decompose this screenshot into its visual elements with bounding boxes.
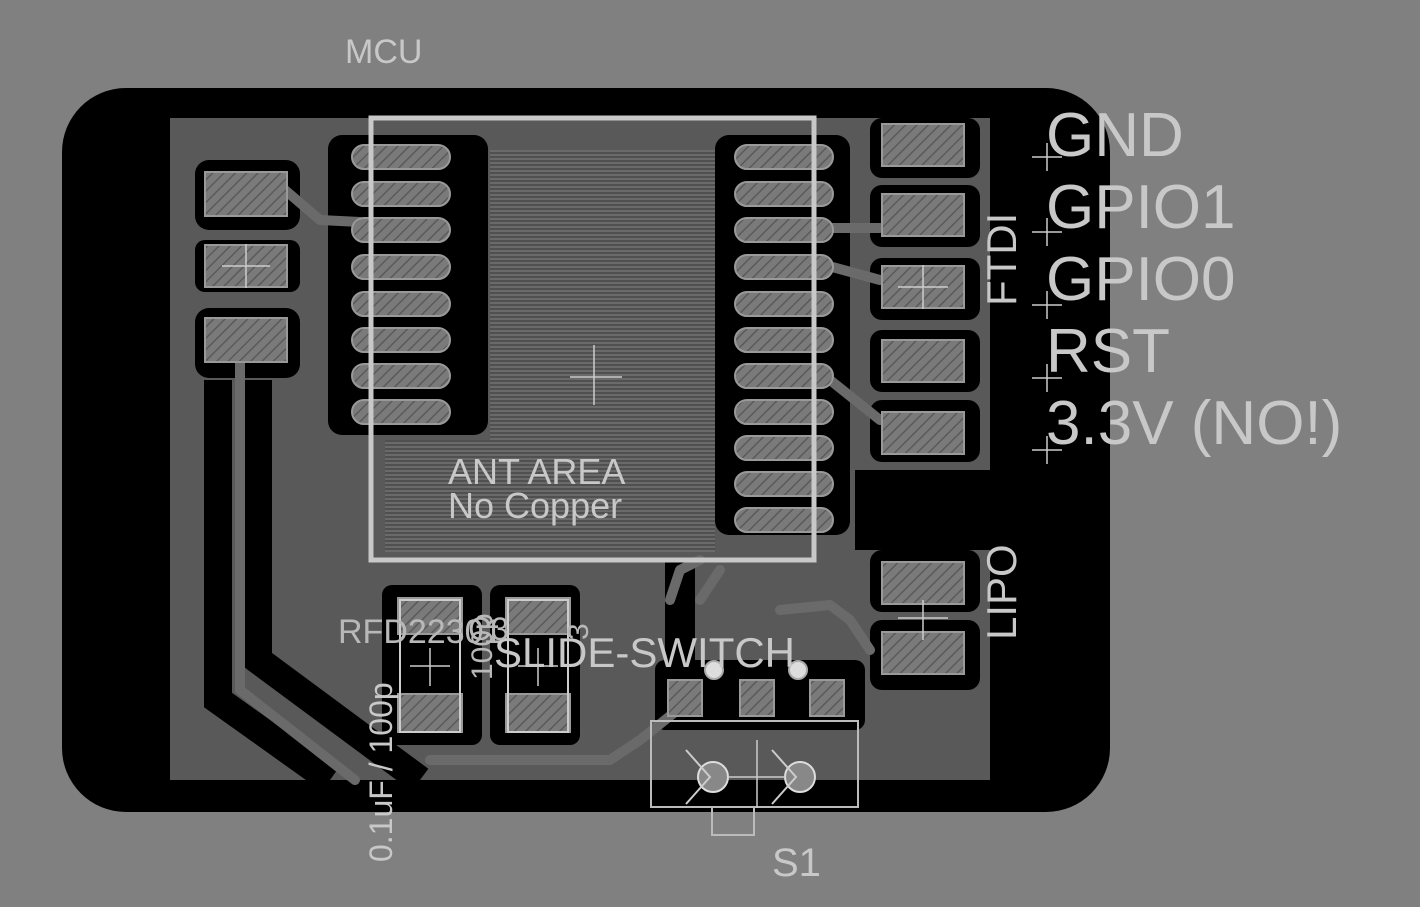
header-pin-markers — [1032, 143, 1062, 464]
left-pads — [204, 171, 288, 363]
no-copper-label: No Copper — [448, 485, 622, 526]
pin-label-gpio0: GPIO0 — [1046, 245, 1236, 314]
pin-label-rst: RST — [1046, 317, 1170, 386]
lipo-label: LIPO — [978, 544, 1025, 640]
ftdi-label: FTDI — [978, 213, 1025, 306]
mcu-pads-left — [351, 144, 451, 425]
pin-label-3v3: 3.3V (NO!) — [1046, 389, 1342, 458]
pin-label-gnd: GND — [1046, 101, 1184, 170]
s1-label: S1 — [772, 841, 821, 885]
antenna-area — [385, 150, 715, 552]
overlap-label-d: 3 — [562, 623, 595, 640]
ant-area-label: ANT AREA — [448, 451, 625, 492]
mcu-label: MCU — [345, 33, 422, 71]
pin-label-gpio1: GPIO1 — [1046, 173, 1236, 242]
cap-value-label: 0.1uF / 100p — [363, 682, 399, 862]
mcu-outline — [368, 115, 817, 563]
overlap-label-b: 100p — [466, 613, 499, 680]
overlap-label-c: C3 — [468, 611, 509, 647]
pin-labels: GND GPIO1 GPIO0 RST 3.3V (NO!) — [1046, 101, 1342, 458]
ftdi-pads — [881, 123, 965, 455]
lipo-pads — [881, 561, 965, 675]
overlap-label-a: RFD22301 — [338, 613, 502, 651]
capacitor-pads — [397, 597, 571, 733]
slide-switch-footprint — [650, 660, 859, 836]
slide-switch-label: SLIDE-SWITCH — [494, 629, 795, 676]
mcu-pads-right — [734, 144, 834, 533]
